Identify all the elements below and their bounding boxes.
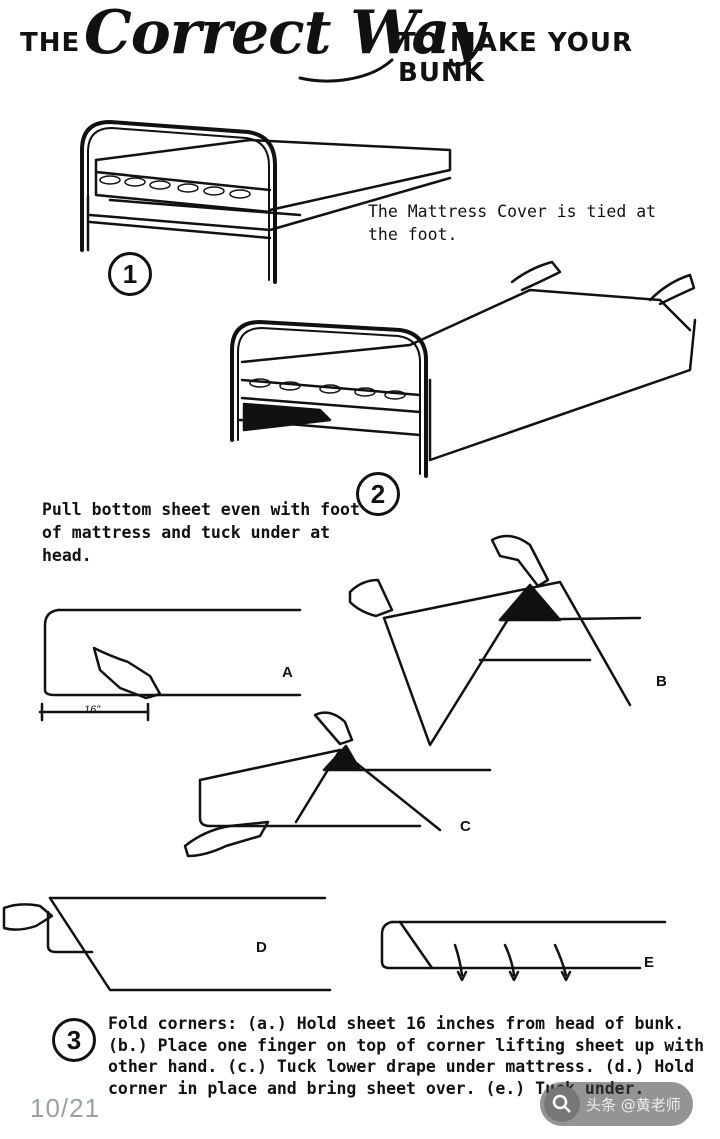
step-number-1: 1: [108, 252, 152, 296]
watermark-text: 头条 @黄老师: [586, 1094, 681, 1115]
label-e: E: [644, 954, 654, 971]
label-b: B: [656, 673, 667, 690]
page-counter: 10/21: [30, 1093, 100, 1124]
fold-figure-c: [185, 713, 490, 856]
step-number-2: 2: [356, 472, 400, 516]
measure-label: 16": [84, 704, 100, 716]
step-number-3: 3: [52, 1018, 96, 1062]
step-1-caption: The Mattress Cover is tied at the foot.: [368, 200, 668, 246]
bunk-figure-2: [232, 262, 695, 476]
fold-figure-d: [4, 898, 330, 990]
label-c: C: [460, 818, 471, 835]
fold-figure-b: [350, 536, 640, 745]
fold-figure-e: [382, 922, 665, 980]
label-a: A: [282, 664, 293, 681]
search-icon: [544, 1086, 580, 1122]
fold-figure-a: [40, 610, 300, 720]
label-d: D: [256, 939, 267, 956]
watermark-badge: 头条 @黄老师: [540, 1082, 693, 1126]
step-2-caption: Pull bottom sheet even with foot of matt…: [42, 498, 362, 567]
